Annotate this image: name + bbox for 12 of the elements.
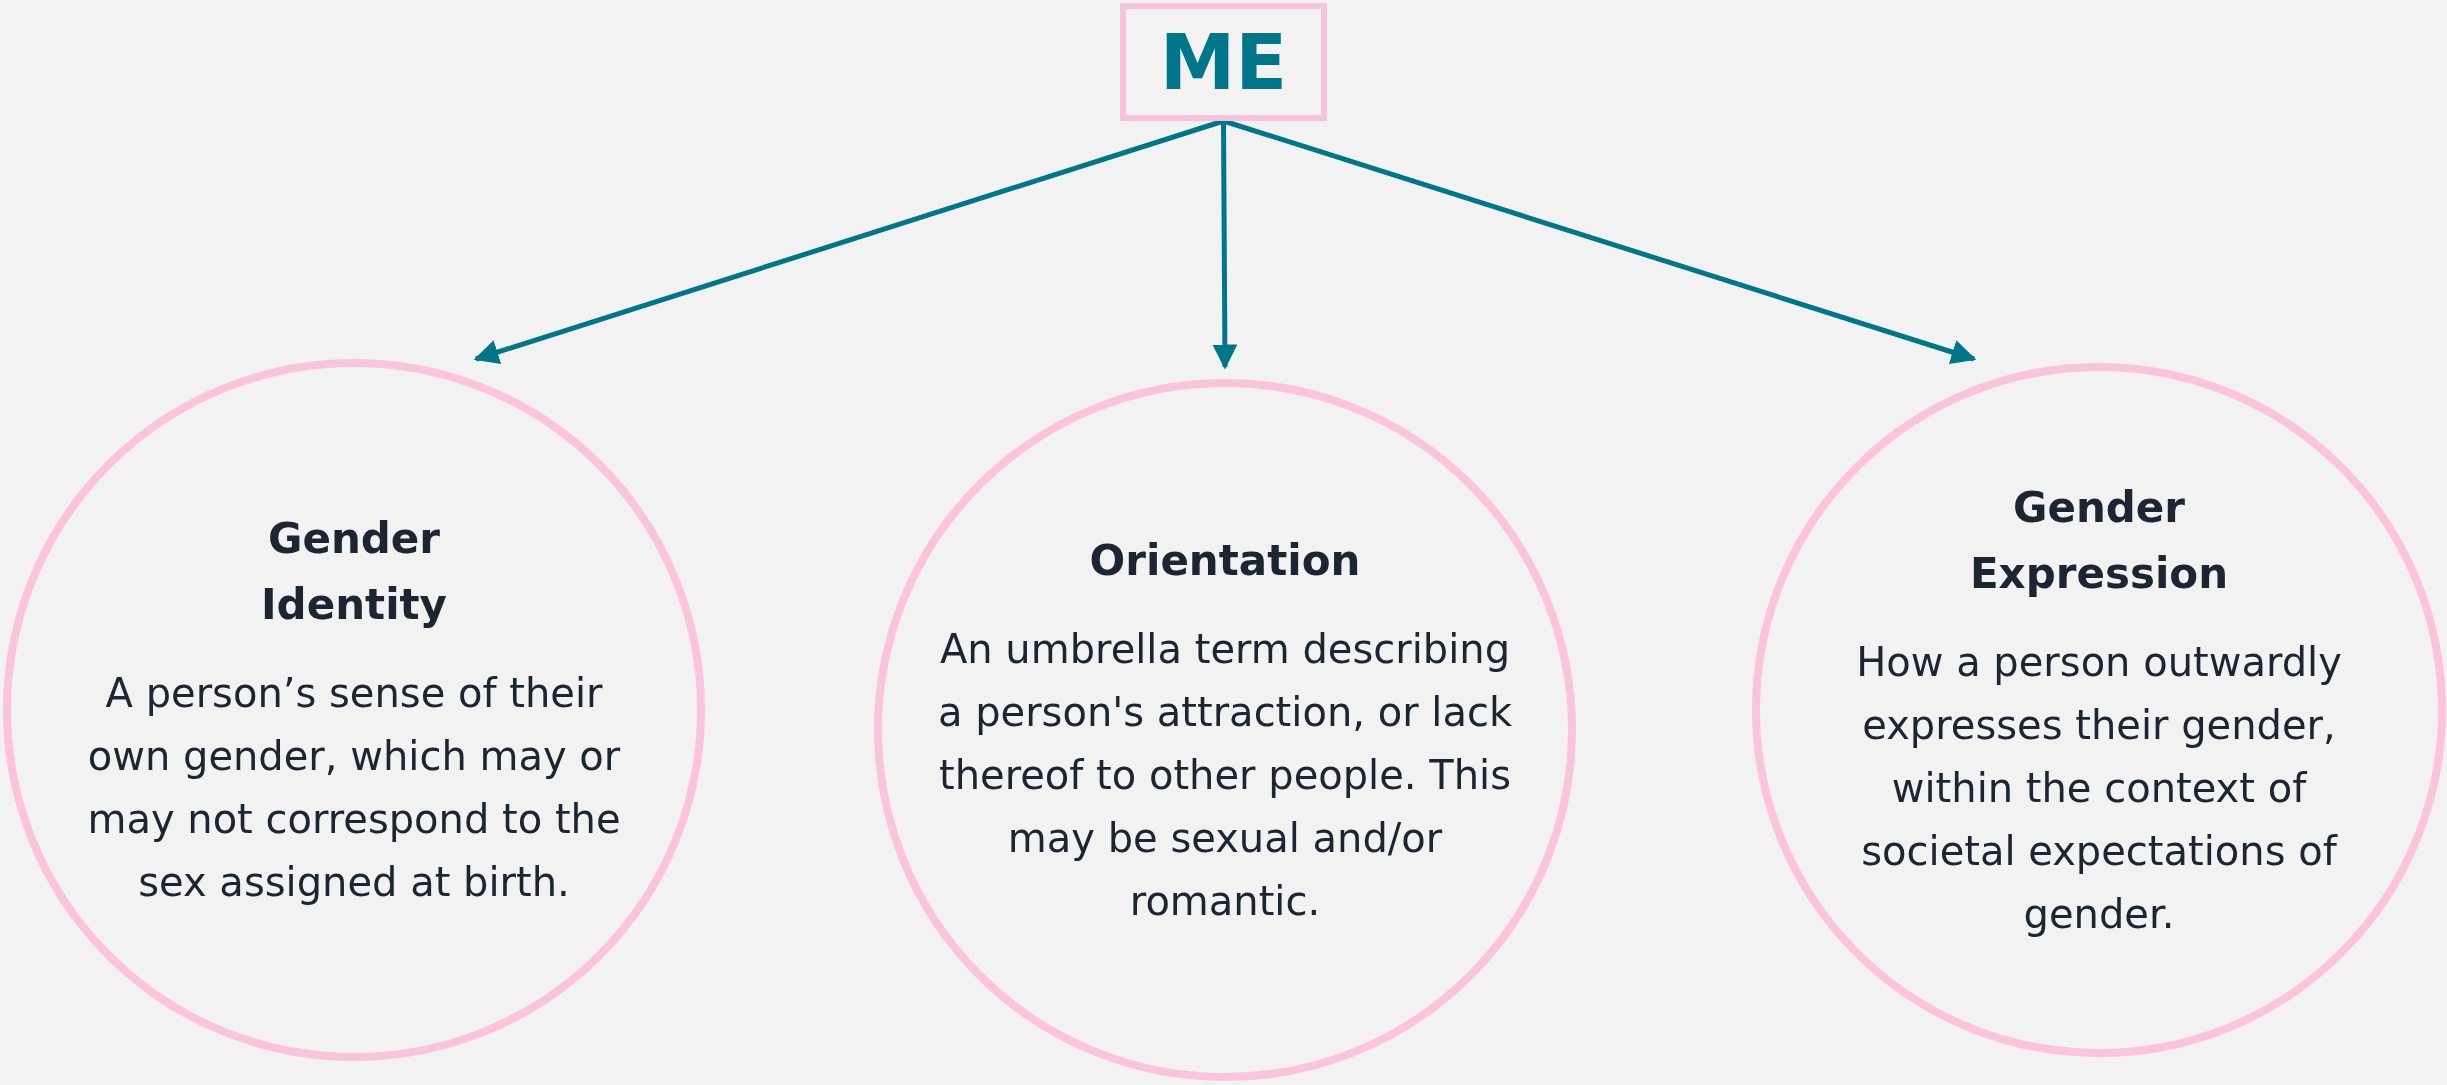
concept-heading: Gender Expression: [1968, 481, 2230, 600]
title-text: ME: [1159, 17, 1288, 107]
concept-circle: [1752, 363, 2446, 1057]
concept-heading: Orientation: [1088, 534, 1362, 587]
concept-description: An umbrella term describing a person's attraction, or lack thereof to other people. This may be sexual and/or romantic.: [936, 624, 1514, 926]
concept-description: A person’s sense of their own gender, which may or may not correspond to the sex assigned at birth.: [86, 669, 622, 907]
concept-circle: [874, 379, 1576, 1081]
concept-heading: Gender Identity: [260, 513, 448, 631]
concept-circle: [3, 359, 705, 1061]
concept-description: How a person outwardly expresses their gender, within the context of societal expectations of gender.: [1855, 637, 2343, 939]
arrow: [1212, 121, 1238, 370]
title-box: [1120, 3, 1327, 121]
